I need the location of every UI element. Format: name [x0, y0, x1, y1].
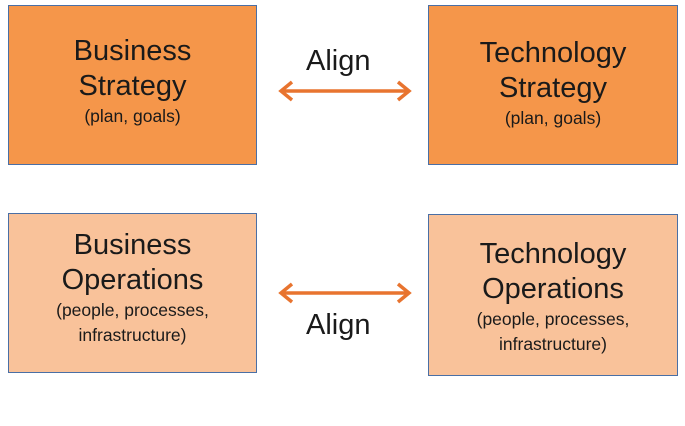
- business-operations-title-line1: Business: [73, 229, 192, 261]
- business-operations-box: Business Operations (people, processes, …: [8, 213, 257, 373]
- business-strategy-title-line2: Strategy: [78, 69, 187, 102]
- business-operations-title-line2: Operations: [61, 264, 204, 296]
- align-label-top: Align: [306, 45, 371, 77]
- business-strategy-subtitle: (plan, goals): [84, 105, 181, 126]
- double-headed-arrow-icon: [278, 282, 412, 304]
- double-headed-arrow-icon: [278, 80, 412, 102]
- technology-operations-title-line2: Operations: [482, 273, 624, 305]
- business-strategy-title-line1: Business: [73, 34, 192, 67]
- technology-operations-box: Technology Operations (people, processes…: [428, 214, 678, 376]
- technology-operations-subtitle-line1: (people, processes,: [476, 309, 630, 329]
- technology-strategy-title-line1: Technology: [479, 36, 627, 69]
- technology-strategy-title-line2: Strategy: [499, 71, 607, 104]
- align-label-bottom: Align: [306, 309, 371, 341]
- technology-operations-subtitle-line2: infrastructure): [499, 334, 607, 354]
- business-operations-subtitle-line1: (people, processes,: [56, 300, 209, 320]
- technology-strategy-subtitle: (plan, goals): [504, 107, 602, 128]
- business-strategy-box: Business Strategy (plan, goals): [8, 5, 257, 165]
- technology-strategy-box: Technology Strategy (plan, goals): [428, 5, 678, 165]
- business-operations-subtitle-line2: infrastructure): [78, 325, 187, 345]
- technology-operations-title-line1: Technology: [479, 238, 627, 270]
